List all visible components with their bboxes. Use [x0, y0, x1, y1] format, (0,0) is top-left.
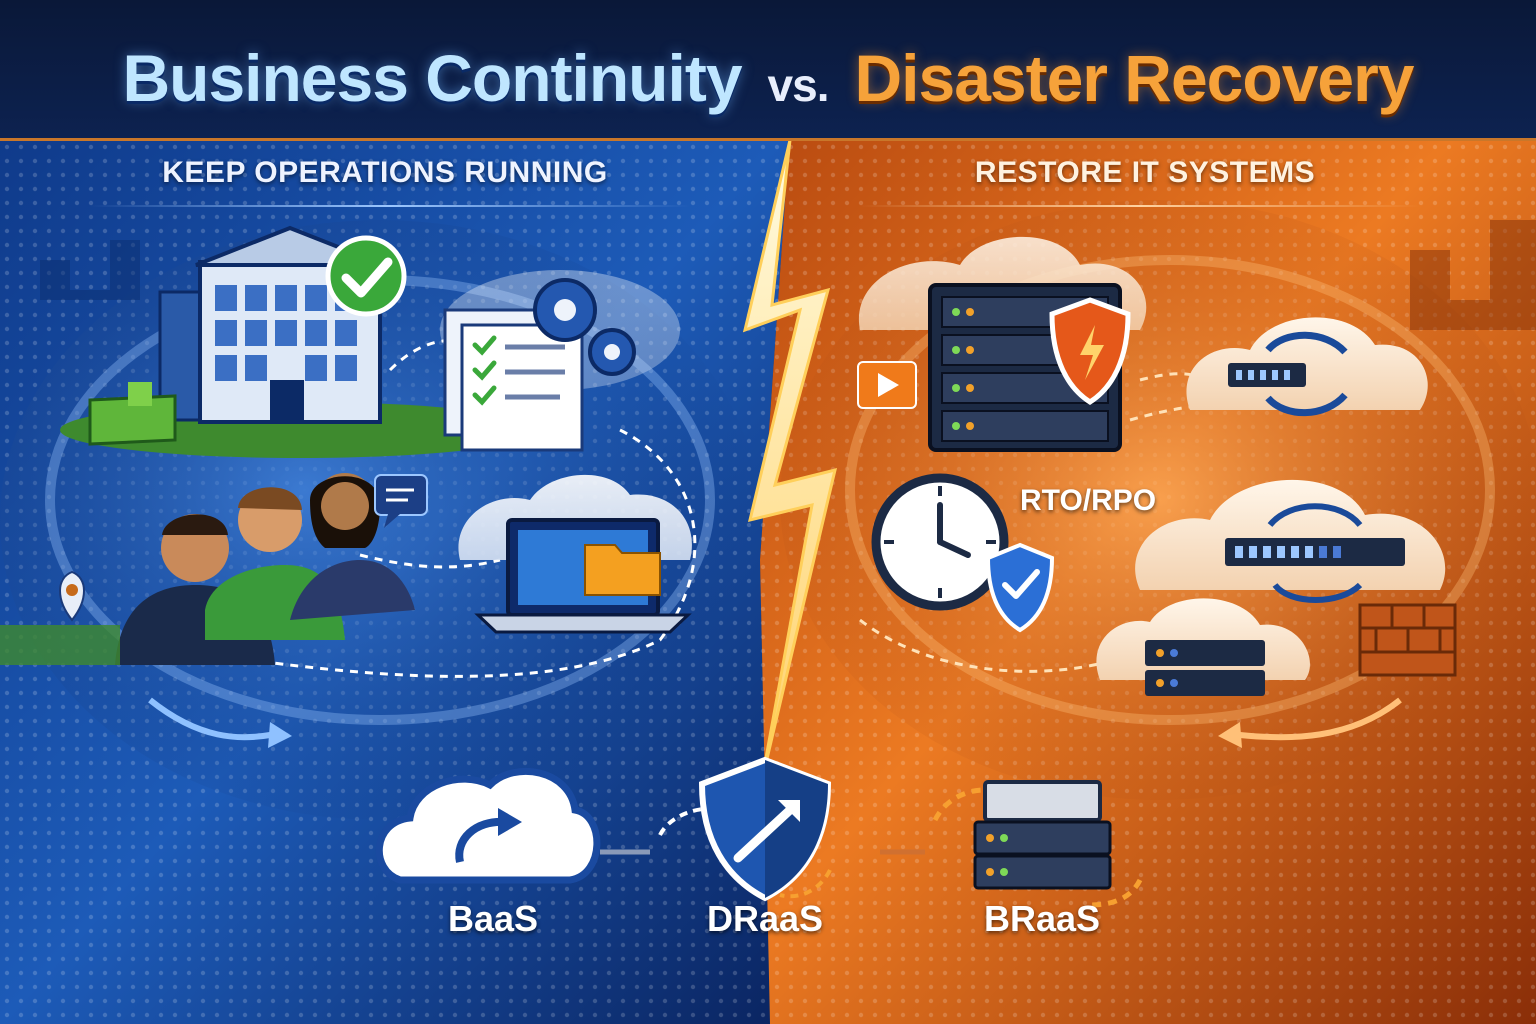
shield-icon — [1049, 297, 1131, 405]
page-title: Business Continuity vs. Disaster Recovery — [0, 40, 1536, 116]
location-pin-icon — [59, 570, 85, 622]
green-flag-icon — [88, 382, 177, 446]
service-label-draas: DRaaS — [706, 898, 824, 939]
arrow-icon — [1218, 722, 1242, 748]
server-stack-icon — [932, 780, 1143, 908]
server-icon — [1096, 598, 1310, 696]
title-vs: vs. — [767, 59, 830, 111]
title-banner: Business Continuity vs. Disaster Recovery — [0, 0, 1536, 141]
chat-bubble-icon — [374, 474, 428, 528]
folder-icon — [584, 544, 661, 596]
arrow-icon — [268, 722, 292, 748]
play-icon — [857, 361, 917, 409]
left-subheading: KEEP OPERATIONS RUNNING — [162, 156, 608, 189]
team-people-icon — [115, 473, 415, 665]
brick-wall-icon — [1358, 603, 1457, 677]
title-disaster-recovery: Disaster Recovery — [854, 41, 1414, 115]
service-label-braas: BRaaS — [983, 898, 1101, 939]
shield-arrow-icon — [658, 756, 832, 902]
gears-icon — [533, 278, 636, 376]
left-subheading-underline — [90, 205, 690, 207]
right-subheading: RESTORE IT SYSTEMS — [974, 156, 1316, 189]
shield-check-icon — [985, 542, 1055, 633]
rto-rpo-label: RTO/RPO — [1020, 484, 1157, 517]
clock-icon — [871, 473, 1009, 611]
service-label-baas: BaaS — [447, 898, 539, 939]
hard-drive-icon — [1135, 479, 1446, 603]
checkmark-badge-icon — [325, 235, 407, 317]
right-subheading-underline — [860, 205, 1420, 207]
title-business-continuity: Business Continuity — [122, 41, 742, 115]
cloud-upload-icon — [375, 767, 601, 884]
cloud-sync-icon — [1186, 317, 1428, 417]
